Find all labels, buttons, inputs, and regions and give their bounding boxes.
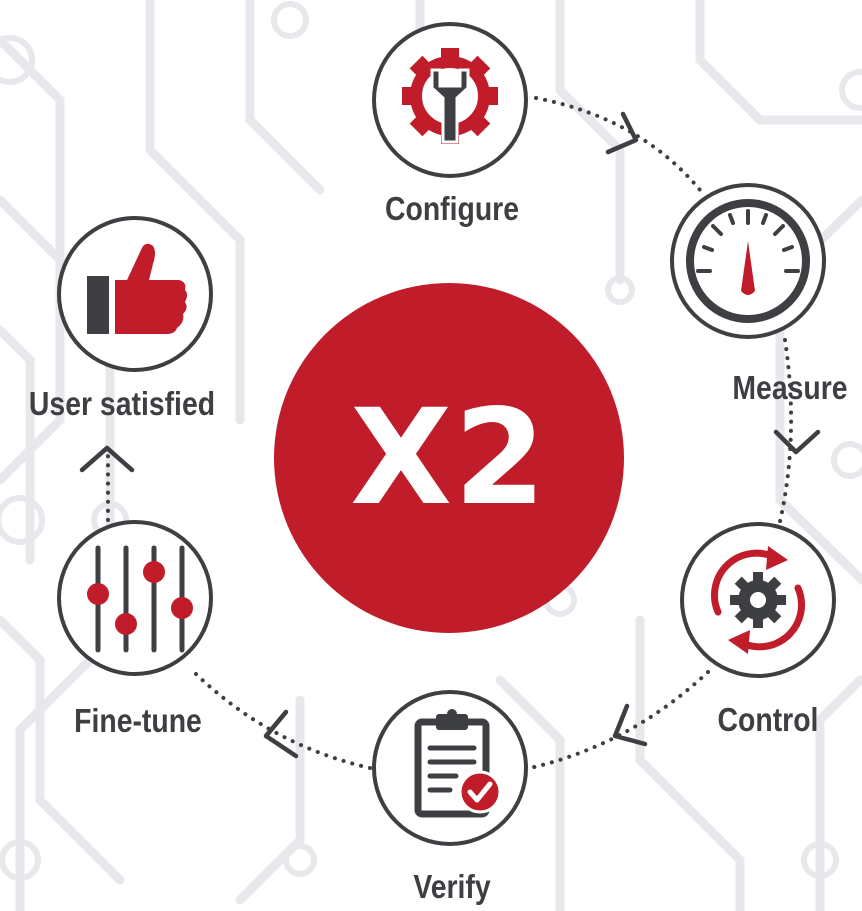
chevron-left-icon xyxy=(612,703,648,747)
connector-configure-measure xyxy=(534,96,702,192)
step-configure-node xyxy=(372,22,528,178)
chevron-right-icon xyxy=(605,111,639,155)
connector-control-verify xyxy=(528,670,710,770)
connector-verify-finetune xyxy=(194,672,372,770)
sliders-icon xyxy=(87,545,193,653)
gauge-icon xyxy=(686,199,810,323)
step-finetune-node xyxy=(57,520,213,676)
hub-label: X2 xyxy=(350,381,548,535)
thumbs-up-icon xyxy=(87,243,187,334)
step-label-measure: Measure xyxy=(732,369,848,406)
step-control-node xyxy=(680,522,836,678)
chevron-down-icon xyxy=(773,429,821,455)
chevron-left-icon xyxy=(263,709,299,759)
cycle-gear-icon xyxy=(711,546,805,654)
step-user-satisfied-node xyxy=(57,216,213,372)
step-label-configure: Configure xyxy=(384,190,519,227)
step-label-user-satisfied: User satisfied xyxy=(28,385,216,422)
clipboard-check-icon xyxy=(414,709,502,818)
chevron-up-icon xyxy=(79,445,135,473)
step-measure-node xyxy=(670,183,826,339)
step-label-finetune: Fine-tune xyxy=(74,702,202,739)
center-hub: X2 xyxy=(274,283,624,633)
step-verify-node xyxy=(372,690,528,846)
gear-wrench-icon xyxy=(402,48,498,144)
step-label-verify: Verify xyxy=(413,868,491,905)
step-label-control: Control xyxy=(717,701,819,738)
